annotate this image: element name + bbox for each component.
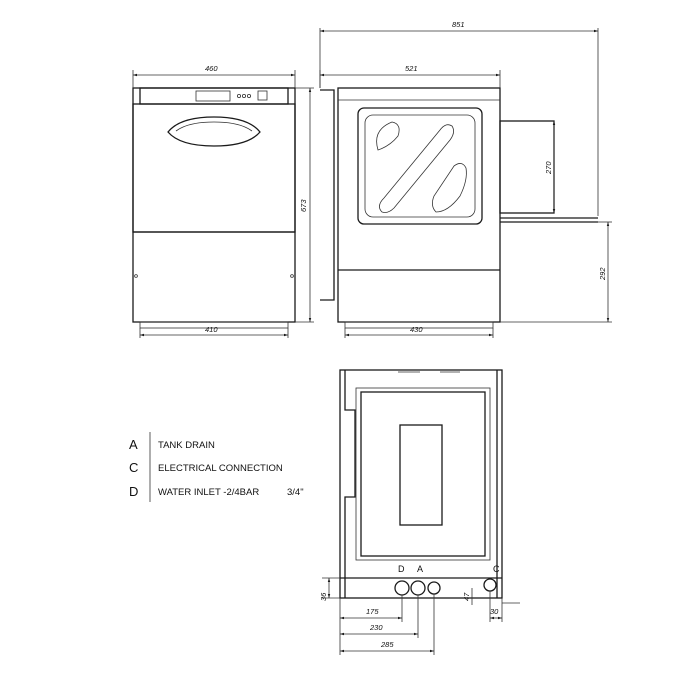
side-back-panel [320, 89, 335, 301]
screw-icon [134, 274, 138, 278]
control-led-icon [236, 94, 241, 99]
control-panel [139, 87, 289, 105]
door-handle-inner [175, 121, 253, 132]
plan-view: D A C [339, 369, 503, 599]
dim-tray-level: 292 [598, 267, 607, 281]
plan-tank [360, 391, 486, 557]
electrical-connection-icon [483, 578, 497, 592]
control-led-icon [246, 94, 251, 99]
side-window [357, 107, 483, 225]
side-body [337, 87, 501, 323]
dim-side-base-depth: 430 [410, 325, 423, 334]
dimension-lines: 851 460 521 673 410 430 270 292 [132, 20, 612, 655]
legend-text-water-inlet: WATER INLET -2/4BAR [158, 487, 259, 498]
dim-front-height: 673 [299, 199, 308, 212]
front-base [139, 321, 289, 329]
dim-overall-length: 851 [452, 20, 465, 29]
dim-plan-285: 285 [380, 640, 394, 649]
side-base [344, 321, 494, 329]
plan-filter [399, 424, 443, 526]
dim-plan-47: 47 [462, 592, 471, 601]
side-window-inner [364, 114, 476, 218]
display-panel [195, 90, 231, 102]
legend-letter-a: A [129, 437, 138, 452]
window-cutout [432, 163, 467, 213]
side-view [320, 87, 598, 329]
front-body [132, 87, 296, 323]
connection-label-d: D [398, 564, 405, 574]
plan-outer [339, 369, 503, 599]
screw-icon [290, 274, 294, 278]
dim-tray-height: 270 [544, 161, 553, 175]
front-door [132, 103, 296, 233]
connection-label-c: C [493, 564, 500, 574]
water-inlet-connection-icon [394, 580, 410, 596]
dim-front-base-width: 410 [205, 325, 218, 334]
front-view [132, 87, 296, 329]
dim-side-depth: 521 [405, 64, 418, 73]
dim-front-width: 460 [205, 64, 218, 73]
window-cutout [379, 124, 454, 213]
control-led-icon [241, 94, 246, 99]
plan-tank-outline [355, 387, 491, 561]
legend-text-electrical-connection: ELECTRICAL CONNECTION [158, 463, 283, 474]
legend-text-water-inlet-size: 3/4" [287, 487, 304, 498]
legend: A TANK DRAIN C ELECTRICAL CONNECTION D W… [129, 432, 304, 502]
connection-label-a: A [417, 564, 423, 574]
dim-plan-175: 175 [366, 607, 379, 616]
door-handle [167, 116, 261, 147]
legend-text-tank-drain: TANK DRAIN [158, 440, 215, 451]
dim-plan-36: 36 [319, 592, 328, 601]
dim-plan-230: 230 [369, 623, 383, 632]
power-switch [257, 90, 268, 101]
dim-plan-30: 30 [490, 607, 499, 616]
plan-left-panel [344, 370, 356, 598]
legend-letter-d: D [129, 484, 138, 499]
drain-connection-icon [427, 581, 441, 595]
legend-letter-c: C [129, 460, 138, 475]
window-cutout [376, 121, 400, 151]
tank-drain-connection-icon [410, 580, 426, 596]
